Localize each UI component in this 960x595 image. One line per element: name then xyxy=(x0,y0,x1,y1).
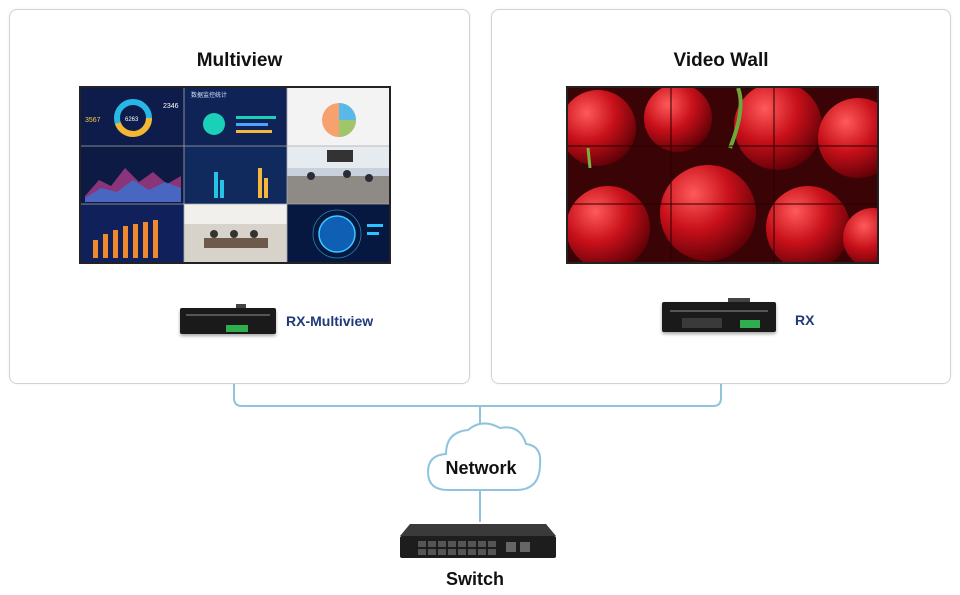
rx-multiview-label: RX-Multiview xyxy=(286,313,374,329)
conference-room-cell xyxy=(184,204,287,262)
rx-multiview-receiver xyxy=(180,304,276,334)
multiview-screen-title: 数据监控统计 xyxy=(191,93,228,99)
rx-receiver xyxy=(662,298,776,332)
gauge-cell xyxy=(184,88,287,146)
network-cable-right xyxy=(480,334,722,407)
network-switch xyxy=(398,520,558,560)
network-cable-left xyxy=(233,336,480,407)
panel-title-multiview: Multiview xyxy=(196,50,283,71)
kpi-value-2: 6263 xyxy=(125,117,139,123)
bar-chart-cell xyxy=(81,204,184,262)
network-label: Network xyxy=(445,458,517,478)
switch-label: Switch xyxy=(446,569,505,589)
kpi-value-1: 3567 xyxy=(85,117,101,124)
multiview-grid-lines xyxy=(81,88,389,262)
bar-panel-cell xyxy=(184,146,287,204)
globe-cell xyxy=(287,204,389,262)
pie-document-cell xyxy=(287,88,389,146)
panel-title-video-wall: Video Wall xyxy=(673,50,769,71)
dashboard-cell: 3567 6263 2346 xyxy=(81,88,184,146)
rx-label: RX xyxy=(795,312,815,328)
switch-icon xyxy=(400,524,556,558)
cloud-icon xyxy=(426,422,542,491)
kpi-value-3: 2346 xyxy=(163,103,179,110)
meeting-room-cell xyxy=(287,146,389,204)
area-chart-cell xyxy=(81,146,184,204)
cherries-image xyxy=(568,88,877,262)
video-wall-display xyxy=(566,86,879,264)
multiview-display: 3567 6263 2346 xyxy=(79,86,391,264)
